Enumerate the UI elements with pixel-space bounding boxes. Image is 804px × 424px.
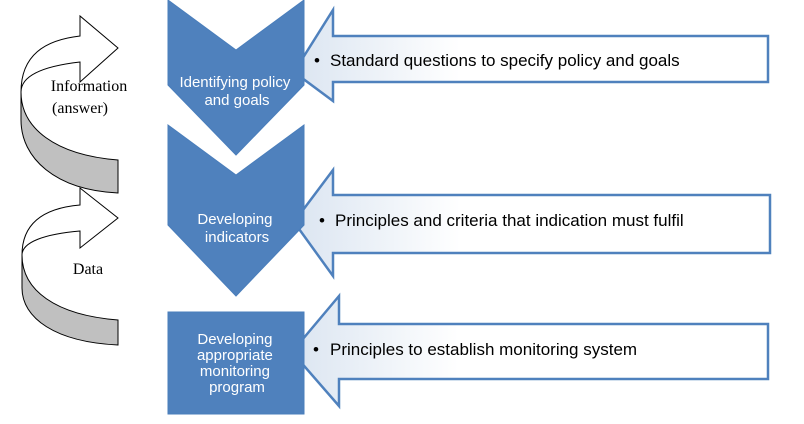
curved-arrow-back xyxy=(20,91,119,194)
curved-arrow-icon xyxy=(21,186,119,256)
step-line: Identifying policy xyxy=(179,74,290,91)
feedback-label-information: Information (answer) xyxy=(51,78,131,117)
feedback-arrow-information xyxy=(20,14,119,194)
step-chevron-2 xyxy=(167,124,305,297)
detail-bullet-3: • xyxy=(313,340,319,359)
detail-text-1: Standard questions to specify policy and… xyxy=(330,51,680,70)
step-line: program xyxy=(209,379,265,396)
callout-arrow-shape xyxy=(292,5,770,104)
feedback-label-data: Data xyxy=(73,261,103,278)
detail-text-2: Principles and criteria that indication … xyxy=(335,211,684,230)
feedback-line: Information xyxy=(51,78,127,95)
detail-bullet-2: • xyxy=(319,211,325,230)
curved-arrow-icon xyxy=(20,14,119,93)
step-line: and goals xyxy=(204,92,269,109)
callout-arrow-shape xyxy=(290,292,770,410)
step-line: Developing xyxy=(197,211,272,228)
detail-callout-3 xyxy=(290,292,770,410)
curved-arrow-back xyxy=(21,254,119,346)
step-chevron-1 xyxy=(167,0,305,156)
step-line: indicators xyxy=(205,229,269,246)
detail-callout-2 xyxy=(292,166,772,280)
step-label-2: Developing indicators xyxy=(197,211,276,246)
detail-callout-1 xyxy=(292,5,770,104)
feedback-line: Data xyxy=(73,261,103,278)
step-line: Developing xyxy=(197,331,272,348)
feedback-arrow-data xyxy=(21,186,119,346)
callout-arrow-shape xyxy=(292,166,772,280)
step-line: appropriate xyxy=(197,347,273,364)
step-box-3 xyxy=(167,311,305,415)
step-label-1: Identifying policy and goals xyxy=(179,74,294,109)
detail-bullet-1: • xyxy=(314,51,320,70)
feedback-line: (answer) xyxy=(52,100,108,117)
detail-text-3: Principles to establish monitoring syste… xyxy=(330,340,637,359)
step-line: monitoring xyxy=(200,363,270,380)
step-label-3: Developing appropriate monitoring progra… xyxy=(197,331,277,396)
